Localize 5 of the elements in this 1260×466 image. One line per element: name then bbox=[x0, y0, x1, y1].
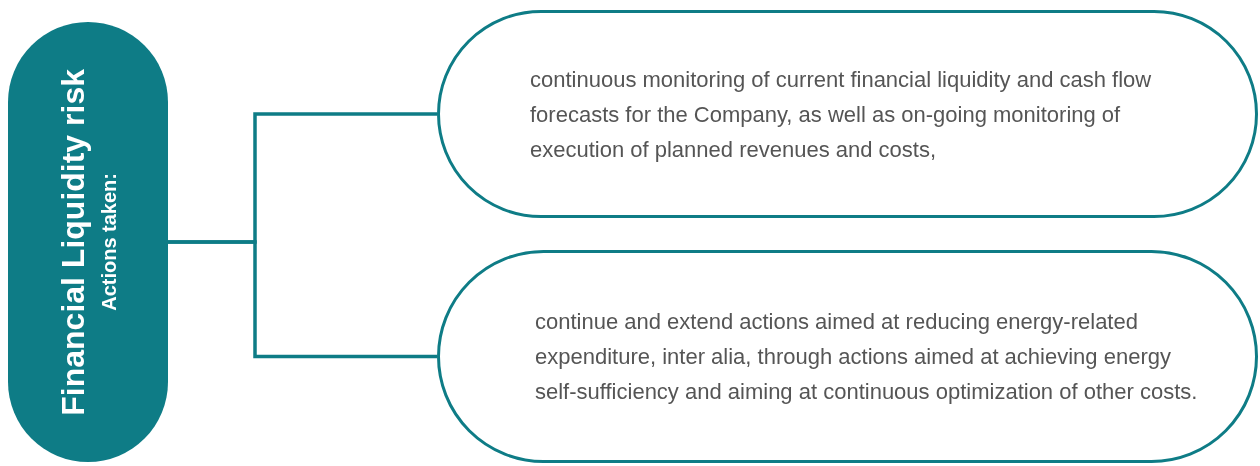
subtitle: Actions taken: bbox=[98, 173, 121, 311]
action-text: continue and extend actions aimed at reducing energy-related expenditure, inter alia, through actions aimed at achieving energy self-sufficiency and aiming at continuous optimization of other costs. bbox=[535, 308, 1199, 406]
action-text: continuous monitoring of current financial liquidity and cash flow forecasts for the Company, as well as on-going monitoring of execution of planned revenues and costs, bbox=[530, 65, 1153, 164]
connector-line bbox=[168, 240, 437, 359]
risk-title: Financial Liquidity risk bbox=[55, 68, 92, 416]
